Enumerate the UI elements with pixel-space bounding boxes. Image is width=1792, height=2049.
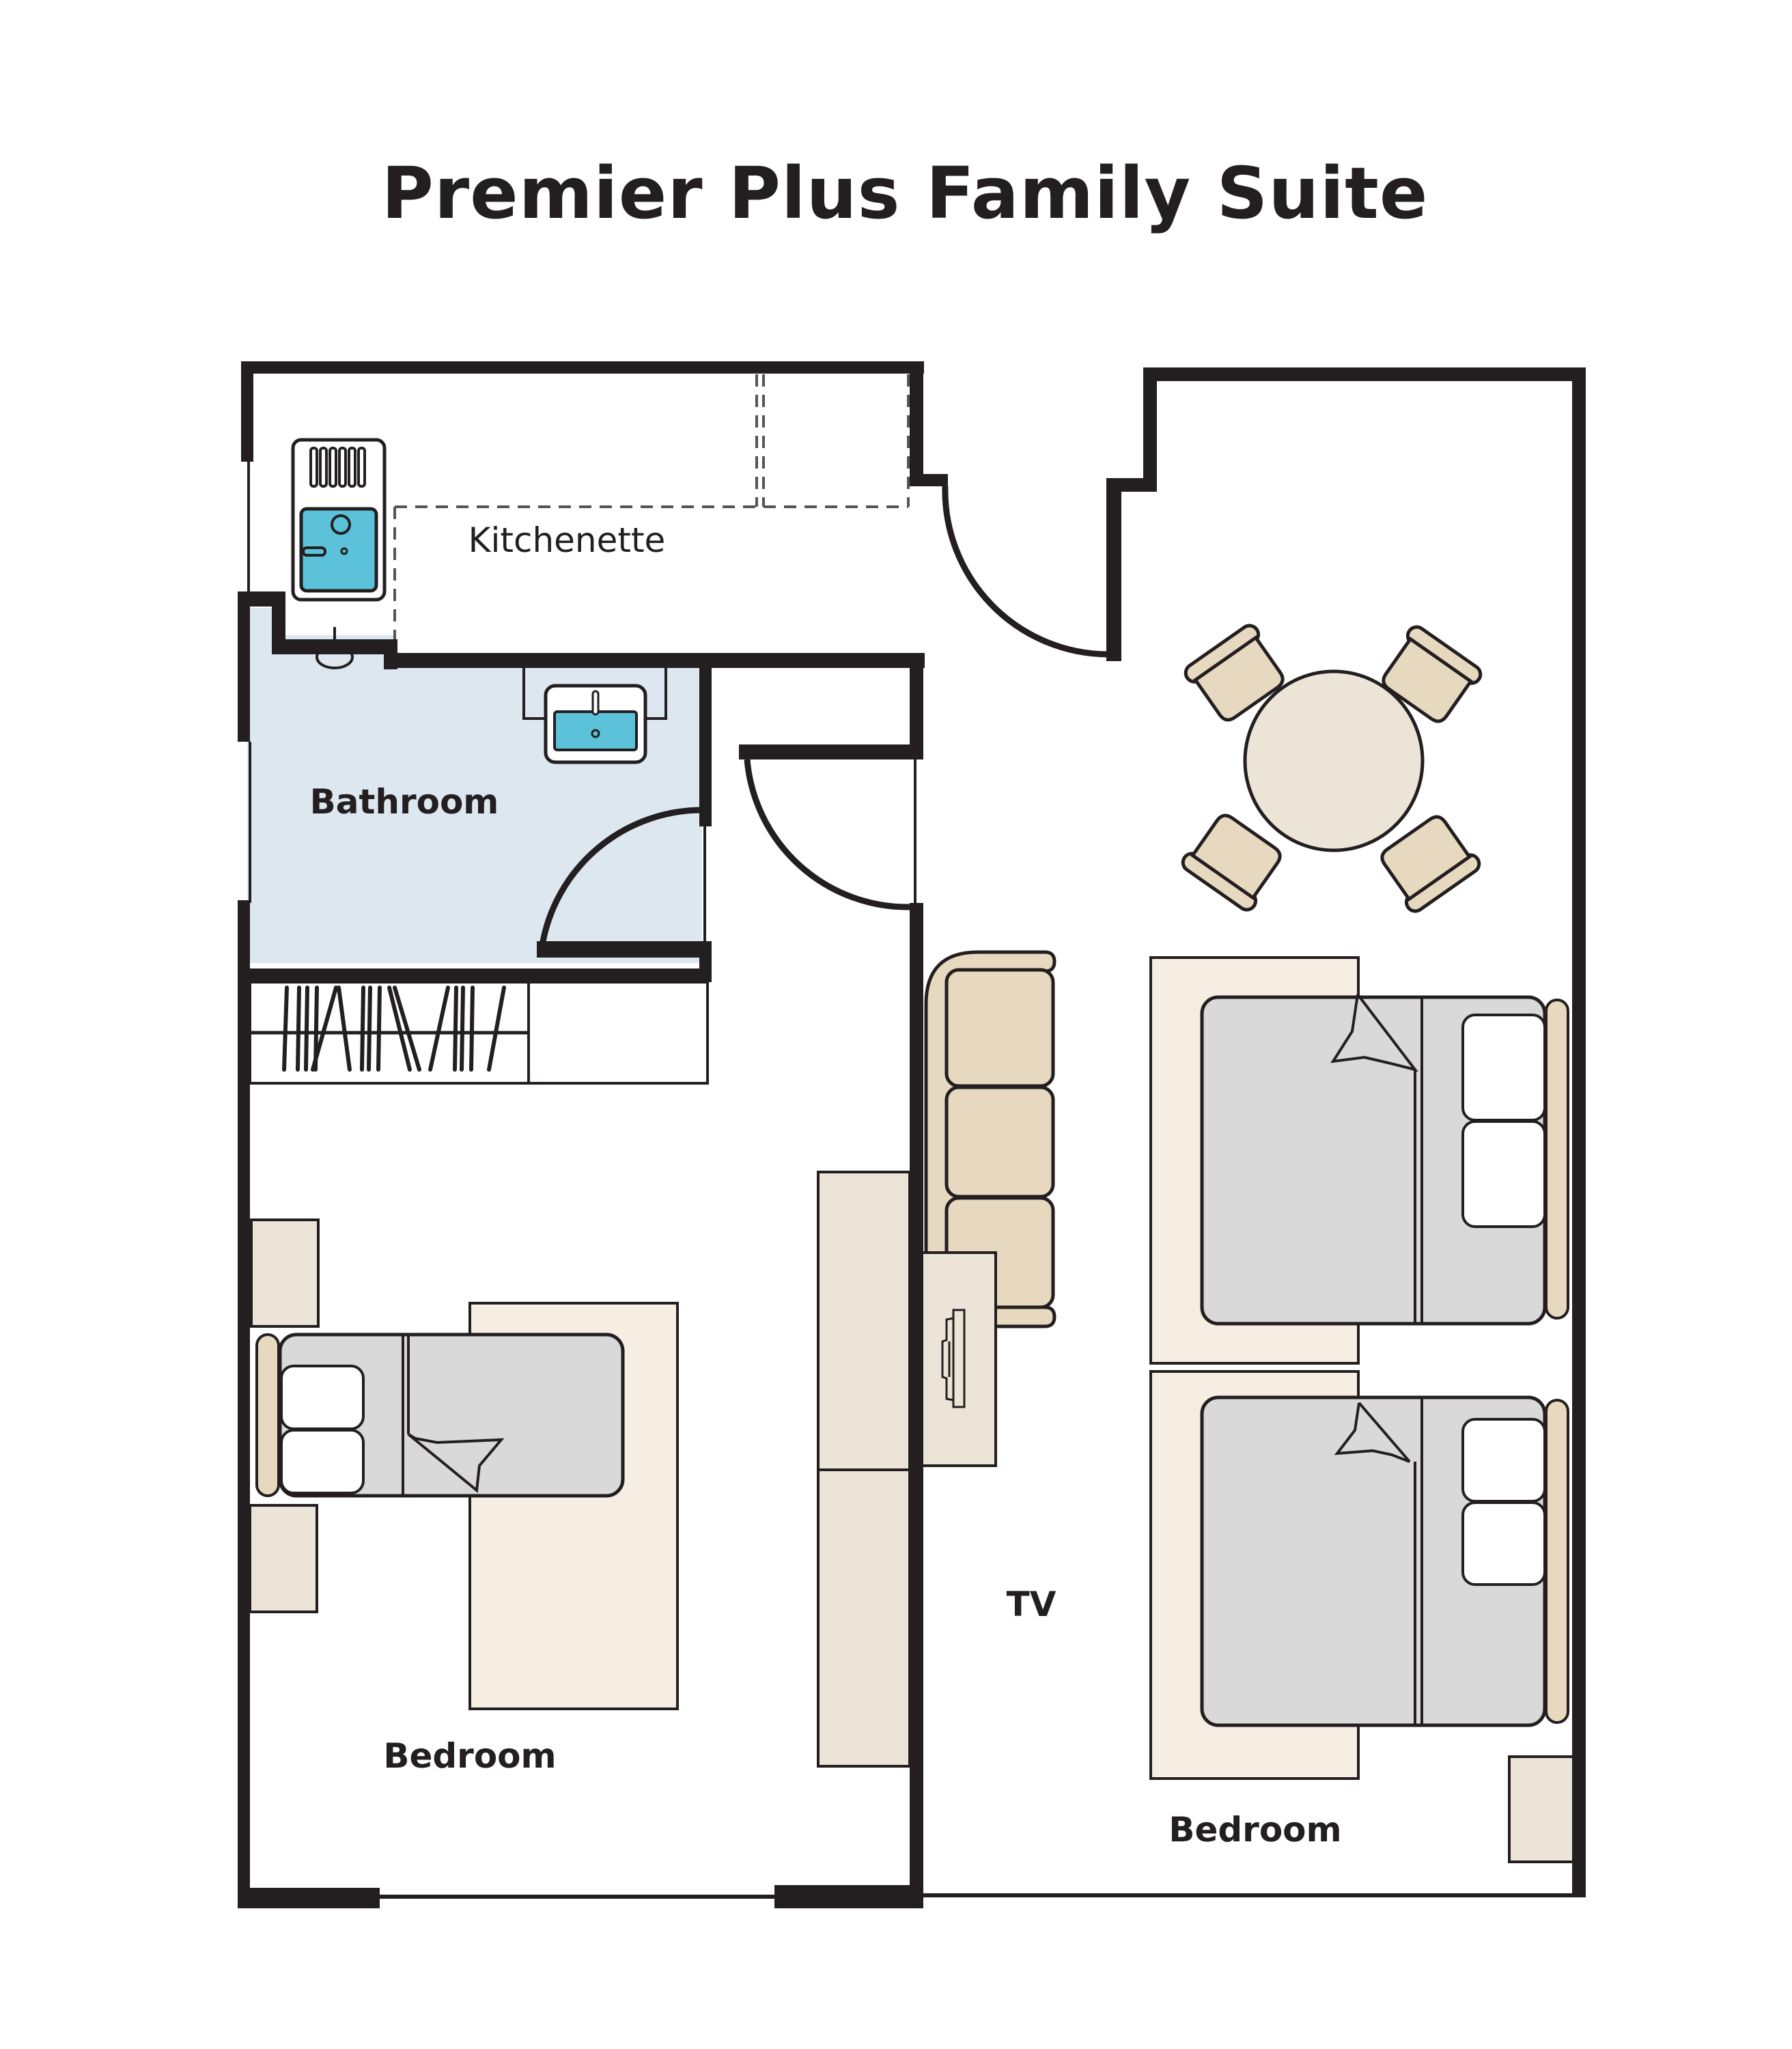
bedroom-door-swing — [744, 759, 910, 910]
wardrobe — [249, 981, 709, 1085]
toilet — [316, 627, 354, 669]
walls — [238, 361, 1586, 1908]
nightstand-right — [1508, 1755, 1575, 1863]
dining-chair-bottom-right — [1380, 815, 1481, 913]
bathroom-door-swing — [539, 807, 704, 946]
kitchenette-counter — [393, 374, 910, 639]
tv-unit — [921, 1251, 997, 1467]
bathroom-sink — [522, 668, 667, 764]
page-title: Premier Plus Family Suite — [381, 152, 1429, 235]
dining-table — [1243, 669, 1425, 852]
nightstand-top-left — [250, 1218, 320, 1328]
entrance-door-swing — [942, 486, 1108, 658]
sofa — [924, 950, 1056, 1328]
tv-label: TV — [1007, 1585, 1056, 1624]
tv-icon — [941, 1309, 966, 1408]
double-bed-left — [255, 1333, 625, 1498]
nightstand-bottom-left — [249, 1504, 318, 1613]
dining-chair-top-right — [1382, 625, 1483, 723]
dining-chair-top-left — [1184, 624, 1285, 722]
bedroom-left-label: Bedroom — [383, 1736, 556, 1776]
dining-chair-bottom-left — [1181, 813, 1282, 912]
bedroom-right-label: Bedroom — [1168, 1810, 1341, 1850]
double-bed-right-top — [1200, 993, 1569, 1326]
kitchenette-label: Kitchenette — [468, 520, 666, 560]
bathroom-label: Bathroom — [310, 782, 499, 822]
dresser — [817, 1171, 911, 1768]
double-bed-right-bottom — [1200, 1395, 1569, 1727]
door-swings — [539, 486, 1108, 946]
kitchen-sink-unit — [291, 438, 387, 602]
